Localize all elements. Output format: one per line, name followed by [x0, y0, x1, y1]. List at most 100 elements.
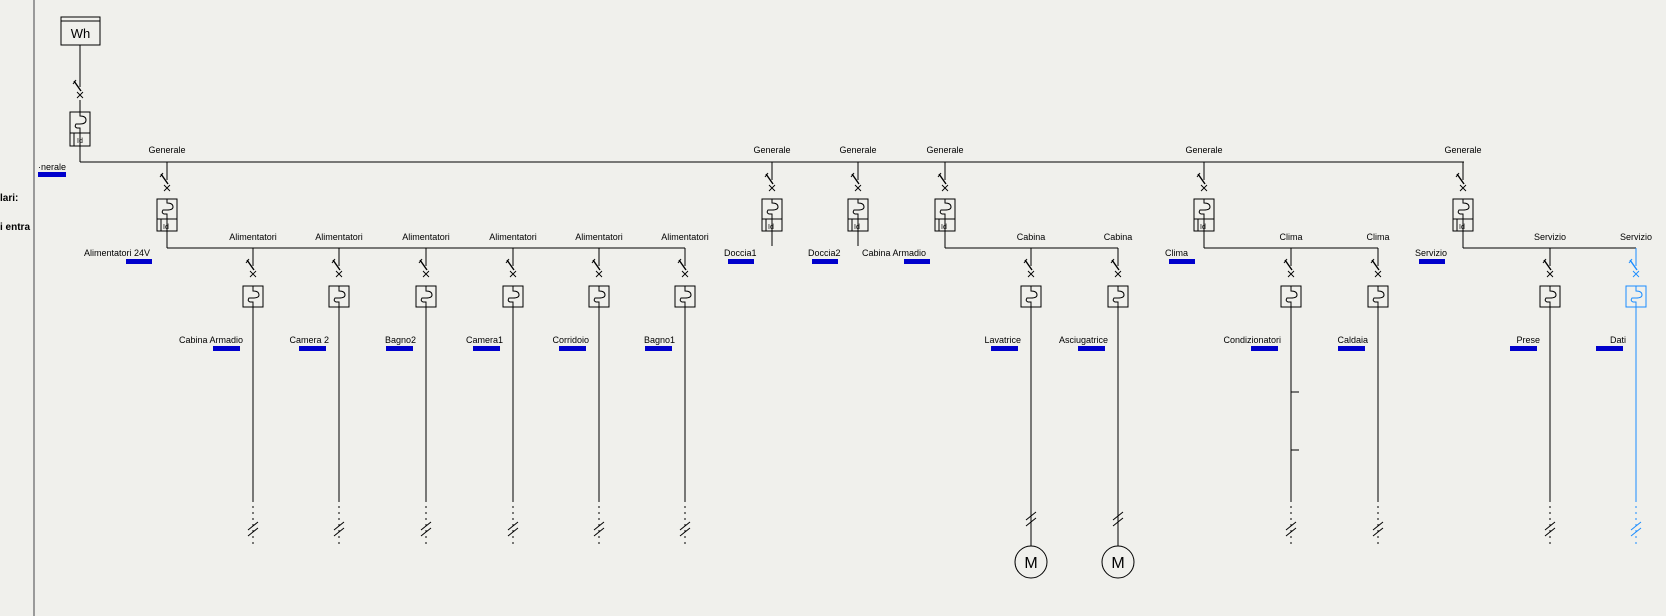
breaker-icon[interactable] — [1367, 285, 1389, 308]
differential-breaker-icon[interactable]: Id — [1193, 198, 1215, 232]
label-tag — [991, 346, 1018, 351]
label-tag — [1338, 346, 1365, 351]
breaker-contact-icon — [1542, 258, 1554, 278]
breaker-contact-icon — [1370, 258, 1382, 278]
label-tag — [559, 346, 586, 351]
breaker-contact-icon — [1628, 258, 1640, 278]
feeder-name-label: Corridoio — [552, 335, 589, 345]
group-name-label: Clima — [1165, 248, 1188, 258]
breaker-contact-icon — [418, 258, 430, 278]
feeder-name-label: Bagno1 — [644, 335, 675, 345]
breaker-contact-icon — [1023, 258, 1035, 278]
main-differential-breaker-icon[interactable] — [69, 79, 91, 147]
label-tag — [1419, 259, 1445, 264]
cable-tick-icon — [1544, 521, 1556, 537]
cable-tick-icon — [593, 521, 605, 537]
label-tag — [812, 259, 838, 264]
breaker-icon[interactable] — [328, 285, 350, 308]
label-tag — [1596, 346, 1623, 351]
differential-breaker-icon[interactable]: Id — [934, 198, 956, 232]
distribution-group: GeneraleIdServizioServizioPreseServizioD… — [1415, 145, 1652, 545]
label-tag — [1169, 259, 1195, 264]
motor-label: M — [1111, 555, 1124, 572]
label-tag — [728, 259, 754, 264]
label-tag — [299, 346, 326, 351]
group-header-label: Generale — [839, 145, 876, 155]
group-header-label: Generale — [1185, 145, 1222, 155]
breaker-contact-icon — [677, 258, 689, 278]
meter-icon[interactable]: Wh — [60, 16, 101, 46]
group-name-label: Alimentatori 24V — [84, 248, 150, 258]
breaker-icon[interactable] — [674, 285, 696, 308]
breaker-icon[interactable] — [1539, 285, 1561, 308]
feeder-name-label: Asciugatrice — [1059, 335, 1108, 345]
cable-tick-icon — [1630, 521, 1642, 537]
feeder-header-label: Cabina — [1104, 232, 1133, 242]
differential-breaker-icon[interactable]: Id — [156, 198, 178, 232]
breaker-icon[interactable] — [502, 285, 524, 308]
differential-breaker-icon[interactable]: Id — [847, 198, 869, 232]
breaker-contact-icon — [1283, 258, 1295, 278]
left-label-generale: ·nerale — [38, 162, 66, 172]
breaker-id-label: Id — [854, 224, 860, 231]
differential-breaker-icon[interactable]: Id — [761, 198, 783, 232]
differential-breaker-icon[interactable]: Id — [1452, 198, 1474, 232]
breaker-id-label: Id — [768, 224, 774, 231]
breaker-contact-icon — [72, 79, 84, 99]
label-tag — [126, 259, 152, 264]
feeder-header-label: Alimentatori — [489, 232, 537, 242]
label-tag — [904, 259, 930, 264]
breaker-contact-icon — [1110, 258, 1122, 278]
feeder-name-label: Prese — [1516, 335, 1540, 345]
breaker-icon[interactable] — [242, 285, 264, 308]
breaker-id-label: Id — [163, 224, 169, 231]
breaker-icon[interactable] — [1280, 285, 1302, 308]
feeder-header-label: Alimentatori — [402, 232, 450, 242]
group-name-label: Doccia2 — [808, 248, 841, 258]
label-tag — [473, 346, 500, 351]
cable-tick-icon — [1372, 521, 1384, 537]
group-header-label: Generale — [926, 145, 963, 155]
breaker-contact-icon — [1455, 172, 1467, 192]
motor-icon[interactable]: M — [1101, 545, 1135, 579]
motor-icon[interactable]: M — [1014, 545, 1048, 579]
group-name-label: Doccia1 — [724, 248, 757, 258]
breaker-icon[interactable] — [1020, 285, 1042, 308]
cable-tick-icon — [507, 521, 519, 537]
cable-tick-icon — [333, 521, 345, 537]
cable-tick-icon — [1285, 521, 1297, 537]
breaker-icon[interactable] — [1107, 285, 1129, 308]
breaker-icon[interactable] — [588, 285, 610, 308]
label-tag — [1510, 346, 1537, 351]
cable-tick-icon — [247, 521, 259, 537]
main-breaker-id-label: Id — [77, 138, 83, 145]
left-label-entra: i entra — [0, 222, 30, 233]
group-header-label: Generale — [1444, 145, 1481, 155]
feeder-name-label: Lavatrice — [984, 335, 1021, 345]
cable-tick-icon — [1025, 511, 1037, 527]
label-tag — [386, 346, 413, 351]
group-name-label: Cabina Armadio — [862, 248, 926, 258]
breaker-icon[interactable] — [415, 285, 437, 308]
breaker-icon[interactable] — [1625, 285, 1647, 308]
cable-tick-icon — [679, 521, 691, 537]
breaker-contact-icon — [764, 172, 776, 192]
group-header-label: Generale — [148, 145, 185, 155]
